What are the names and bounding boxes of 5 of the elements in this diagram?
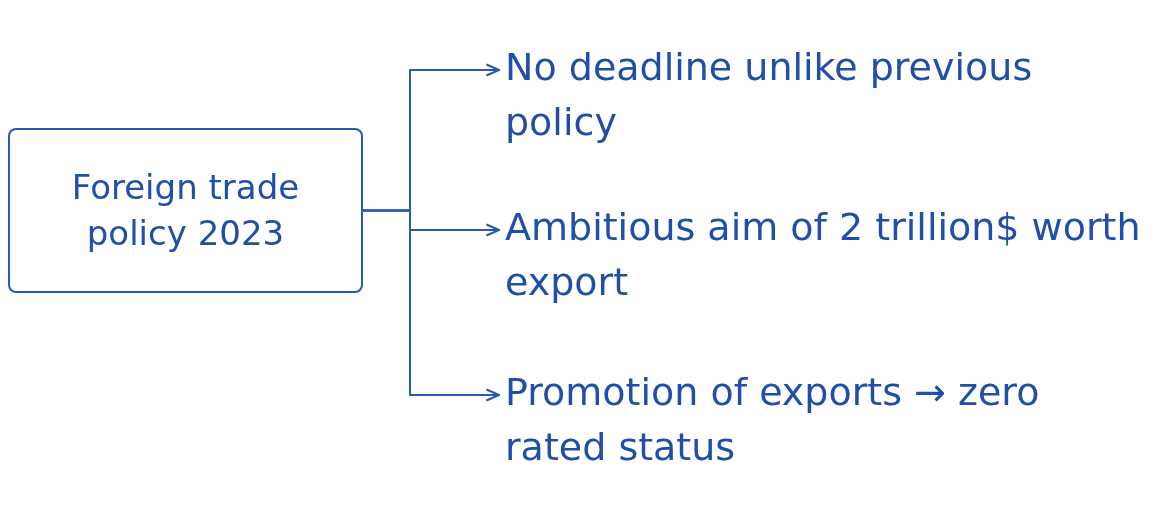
bullet-text: Ambitious aim of 2 trillion$ worth export bbox=[505, 200, 1145, 320]
topic-box: Foreign trade policy 2023 bbox=[8, 128, 363, 293]
bullet-text: Promotion of exports → zero rated status bbox=[505, 365, 1145, 495]
arrow bbox=[362, 209, 501, 402]
bullet-text: No deadline unlike previous policy bbox=[505, 40, 1125, 160]
